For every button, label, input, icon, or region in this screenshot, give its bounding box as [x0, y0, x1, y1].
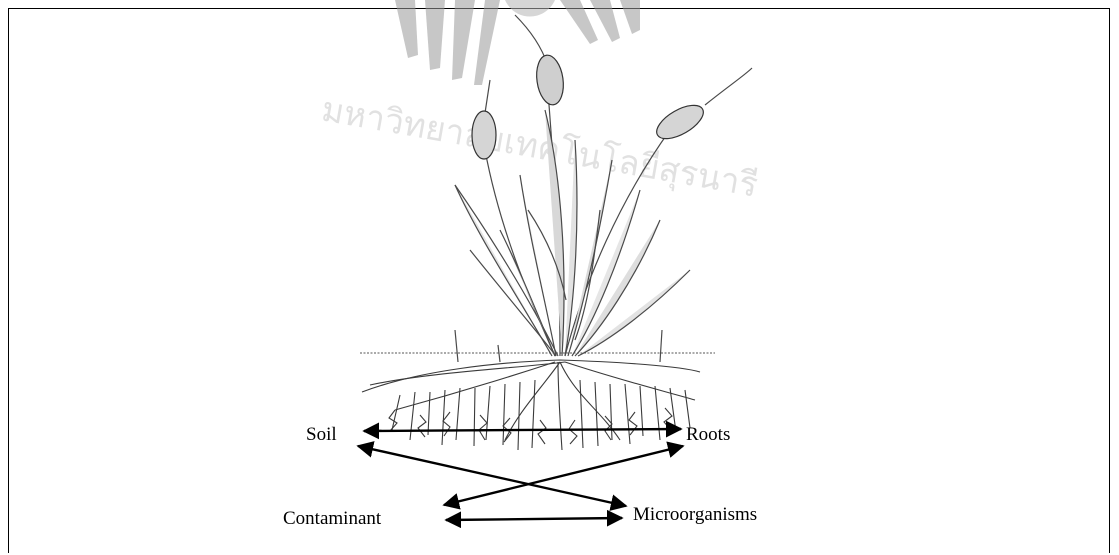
university-watermark: มหาวิทยาลัยเทคโนโลยีสุรนารี: [318, 0, 760, 206]
watermark-emblem: [395, 0, 640, 85]
cattail-head-right: [651, 99, 708, 146]
node-label-microorganisms: Microorganisms: [633, 504, 757, 526]
node-label-roots: Roots: [686, 424, 730, 446]
node-label-soil: Soil: [306, 424, 337, 446]
arrow-contaminant-microorganisms: [446, 518, 622, 520]
cattail-head-center: [534, 53, 567, 106]
cattail-head-left: [472, 111, 496, 159]
arrow-roots-contaminant: [444, 446, 683, 505]
root-zone: [362, 360, 700, 450]
node-label-contaminant: Contaminant: [283, 508, 381, 530]
arrow-soil-microorganisms: [358, 446, 626, 506]
